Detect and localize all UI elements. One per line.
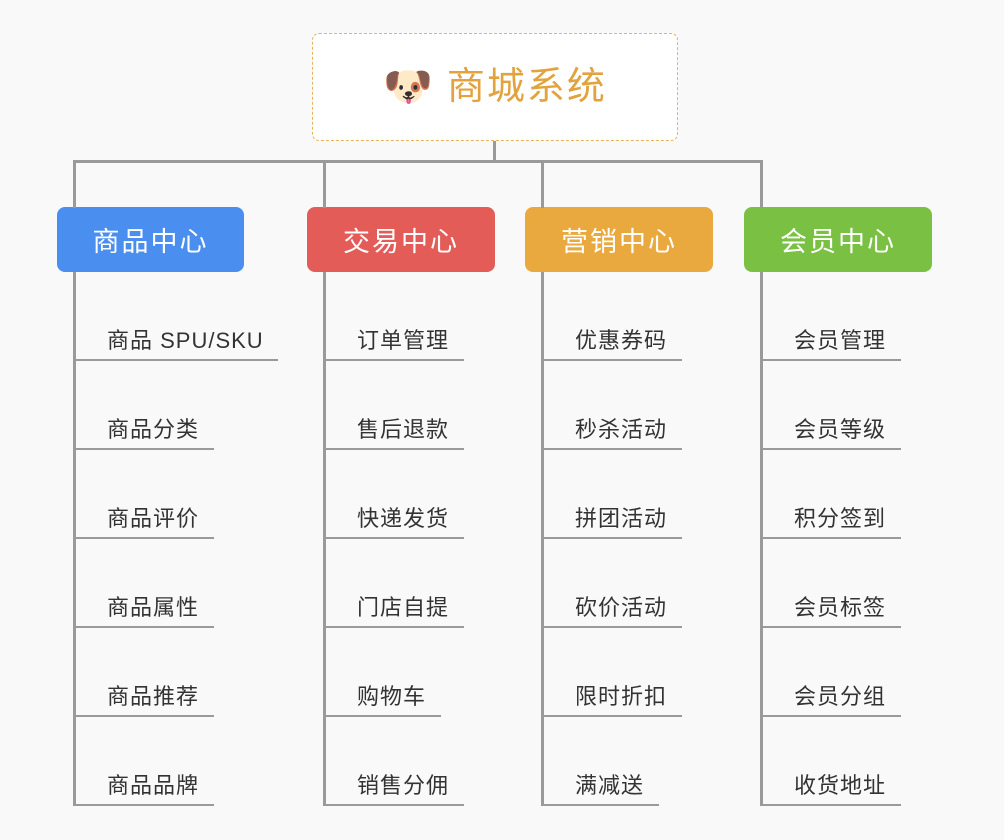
leaf-item[interactable]: 销售分佣 [323,717,464,806]
leaf-item-label: 会员分组 [794,683,887,709]
leaf-item[interactable]: 满减送 [541,717,659,806]
category-title: 会员中心 [780,227,896,257]
root-title: 商城系统 [446,66,607,108]
leaf-item-label: 销售分佣 [357,772,450,798]
leaf-item[interactable]: 会员分组 [760,628,901,717]
leaf-item-label: 收货地址 [794,772,887,798]
leaf-item-label: 门店自提 [357,594,450,620]
leaf-item[interactable]: 会员等级 [760,361,901,450]
category-header[interactable]: 营销中心 [525,207,713,272]
leaf-item[interactable]: 限时折扣 [541,628,682,717]
leaf-item-label: 购物车 [357,683,427,709]
leaf-item-label: 快递发货 [357,505,450,531]
leaf-item-label: 售后退款 [357,416,450,442]
connector-drop-4 [760,160,763,208]
leaf-item-label: 订单管理 [357,327,450,353]
leaf-item[interactable]: 商品品牌 [73,717,214,806]
connector-drop-1 [73,160,76,208]
leaf-item[interactable]: 门店自提 [323,539,464,628]
connector-trunk [541,272,544,806]
leaf-item[interactable]: 商品属性 [73,539,214,628]
category-column: 营销中心优惠券码秒杀活动拼团活动砍价活动限时折扣满减送 [525,207,713,806]
category-header[interactable]: 交易中心 [307,207,495,272]
leaf-item-label: 限时折扣 [575,683,668,709]
leaf-item-label: 商品推荐 [107,683,200,709]
leaf-item[interactable]: 商品分类 [73,361,214,450]
leaf-item[interactable]: 会员标签 [760,539,901,628]
leaf-item[interactable]: 砍价活动 [541,539,682,628]
leaf-item-label: 满减送 [575,772,645,798]
category-title: 交易中心 [343,227,459,257]
leaf-item[interactable]: 购物车 [323,628,441,717]
leaf-list: 商品 SPU/SKU 商品分类商品评价商品属性商品推荐商品品牌 [73,272,278,806]
category-column: 会员中心会员管理会员等级积分签到会员标签会员分组收货地址 [744,207,932,806]
leaf-item-label: 会员等级 [794,416,887,442]
leaf-item-label: 商品属性 [107,594,200,620]
category-title: 营销中心 [561,227,677,257]
category-column: 商品中心商品 SPU/SKU 商品分类商品评价商品属性商品推荐商品品牌 [57,207,278,806]
connector-trunk [760,272,763,806]
leaf-item[interactable]: 订单管理 [323,272,464,361]
category-column: 交易中心订单管理售后退款快递发货门店自提购物车销售分佣 [307,207,495,806]
category-header[interactable]: 商品中心 [57,207,244,272]
leaf-item-label: 优惠券码 [575,327,668,353]
connector-trunk [323,272,326,806]
leaf-item-label: 拼团活动 [575,505,668,531]
leaf-item[interactable]: 收货地址 [760,717,901,806]
category-title: 商品中心 [92,227,209,257]
connector-drop-2 [323,160,326,208]
leaf-item[interactable]: 秒杀活动 [541,361,682,450]
category-header[interactable]: 会员中心 [744,207,932,272]
leaf-item-label: 秒杀活动 [575,416,668,442]
leaf-item-label: 会员管理 [794,327,887,353]
connector-horizontal-bus [73,160,763,163]
leaf-item[interactable]: 会员管理 [760,272,901,361]
leaf-item-label: 积分签到 [794,505,887,531]
leaf-item[interactable]: 商品推荐 [73,628,214,717]
leaf-item-label: 会员标签 [794,594,887,620]
leaf-item-label: 砍价活动 [575,594,668,620]
leaf-item[interactable]: 积分签到 [760,450,901,539]
connector-trunk [73,272,76,806]
leaf-item[interactable]: 商品评价 [73,450,214,539]
leaf-item[interactable]: 优惠券码 [541,272,682,361]
leaf-item-label: 商品 SPU/SKU [107,327,264,353]
leaf-list: 订单管理售后退款快递发货门店自提购物车销售分佣 [323,272,464,806]
leaf-list: 会员管理会员等级积分签到会员标签会员分组收货地址 [760,272,901,806]
connector-drop-3 [541,160,544,208]
leaf-item[interactable]: 拼团活动 [541,450,682,539]
leaf-item[interactable]: 快递发货 [323,450,464,539]
shiba-dog-face-icon: 🐶 [383,65,433,109]
leaf-list: 优惠券码秒杀活动拼团活动砍价活动限时折扣满减送 [541,272,682,806]
leaf-item-label: 商品品牌 [107,772,200,798]
leaf-item[interactable]: 售后退款 [323,361,464,450]
leaf-item[interactable]: 商品 SPU/SKU [73,272,278,361]
connector-root-stem [493,141,496,162]
leaf-item-label: 商品分类 [107,416,200,442]
leaf-item-label: 商品评价 [107,505,200,531]
root-node[interactable]: 🐶 商城系统 [312,33,678,141]
